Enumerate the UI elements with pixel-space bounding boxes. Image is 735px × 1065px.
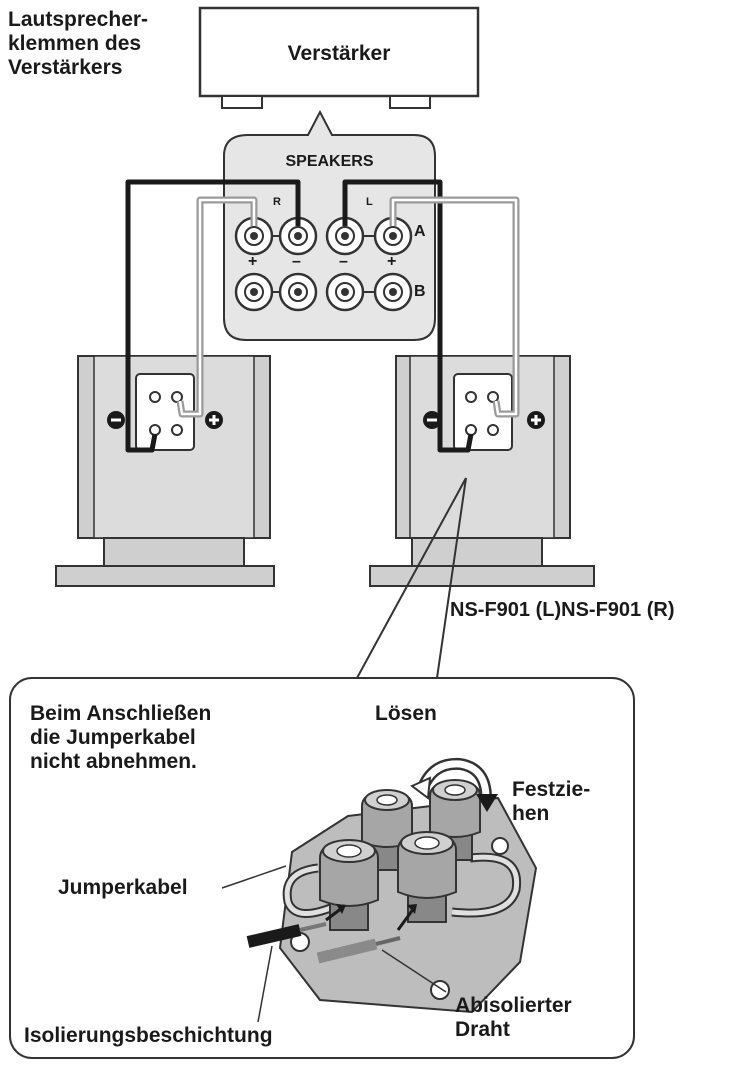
detail-callout-lines xyxy=(356,477,467,679)
panel-title: SPEAKERS xyxy=(285,153,374,170)
speaker-right xyxy=(369,355,595,587)
plus-label: + xyxy=(387,253,397,270)
speaker-models-label: NS-F901 (L)NS-F901 (R) xyxy=(450,599,675,621)
stripped-wire-label: Abisolierter Draht xyxy=(455,994,572,1041)
channel-r-label: R xyxy=(273,196,281,208)
amplifier-label: Verstärker xyxy=(287,42,391,65)
binding-post xyxy=(319,839,379,931)
minus-label: – xyxy=(292,253,301,270)
speaker-terminal-panel xyxy=(223,109,436,341)
speaker-wires xyxy=(125,179,520,453)
loosen-label: Lösen xyxy=(375,702,437,725)
minus-label: – xyxy=(339,253,348,270)
row-b-label: B xyxy=(414,283,426,300)
jumper-cable-label: Jumperkabel xyxy=(58,876,188,899)
channel-l-label: L xyxy=(366,196,373,208)
jumper-note: Beim Anschließen die Jumperkabel nicht a… xyxy=(30,702,212,773)
amp-terminal-label: Lautsprecher- klemmen des Verstärkers xyxy=(8,8,149,79)
detail-box xyxy=(9,677,635,1059)
binding-post xyxy=(397,831,457,923)
plus-label: + xyxy=(248,253,258,270)
terminal-row-b xyxy=(234,272,413,312)
tighten-label: Festzie- hen xyxy=(512,778,591,825)
speaker-left xyxy=(55,355,275,587)
wire-left-minus xyxy=(342,179,474,453)
amplifier xyxy=(198,6,480,109)
insulation-label: Isolierungsbeschichtung xyxy=(24,1024,273,1047)
row-a-label: A xyxy=(414,223,426,240)
wire-right-minus xyxy=(125,179,301,453)
black-speaker-wire xyxy=(246,924,302,948)
